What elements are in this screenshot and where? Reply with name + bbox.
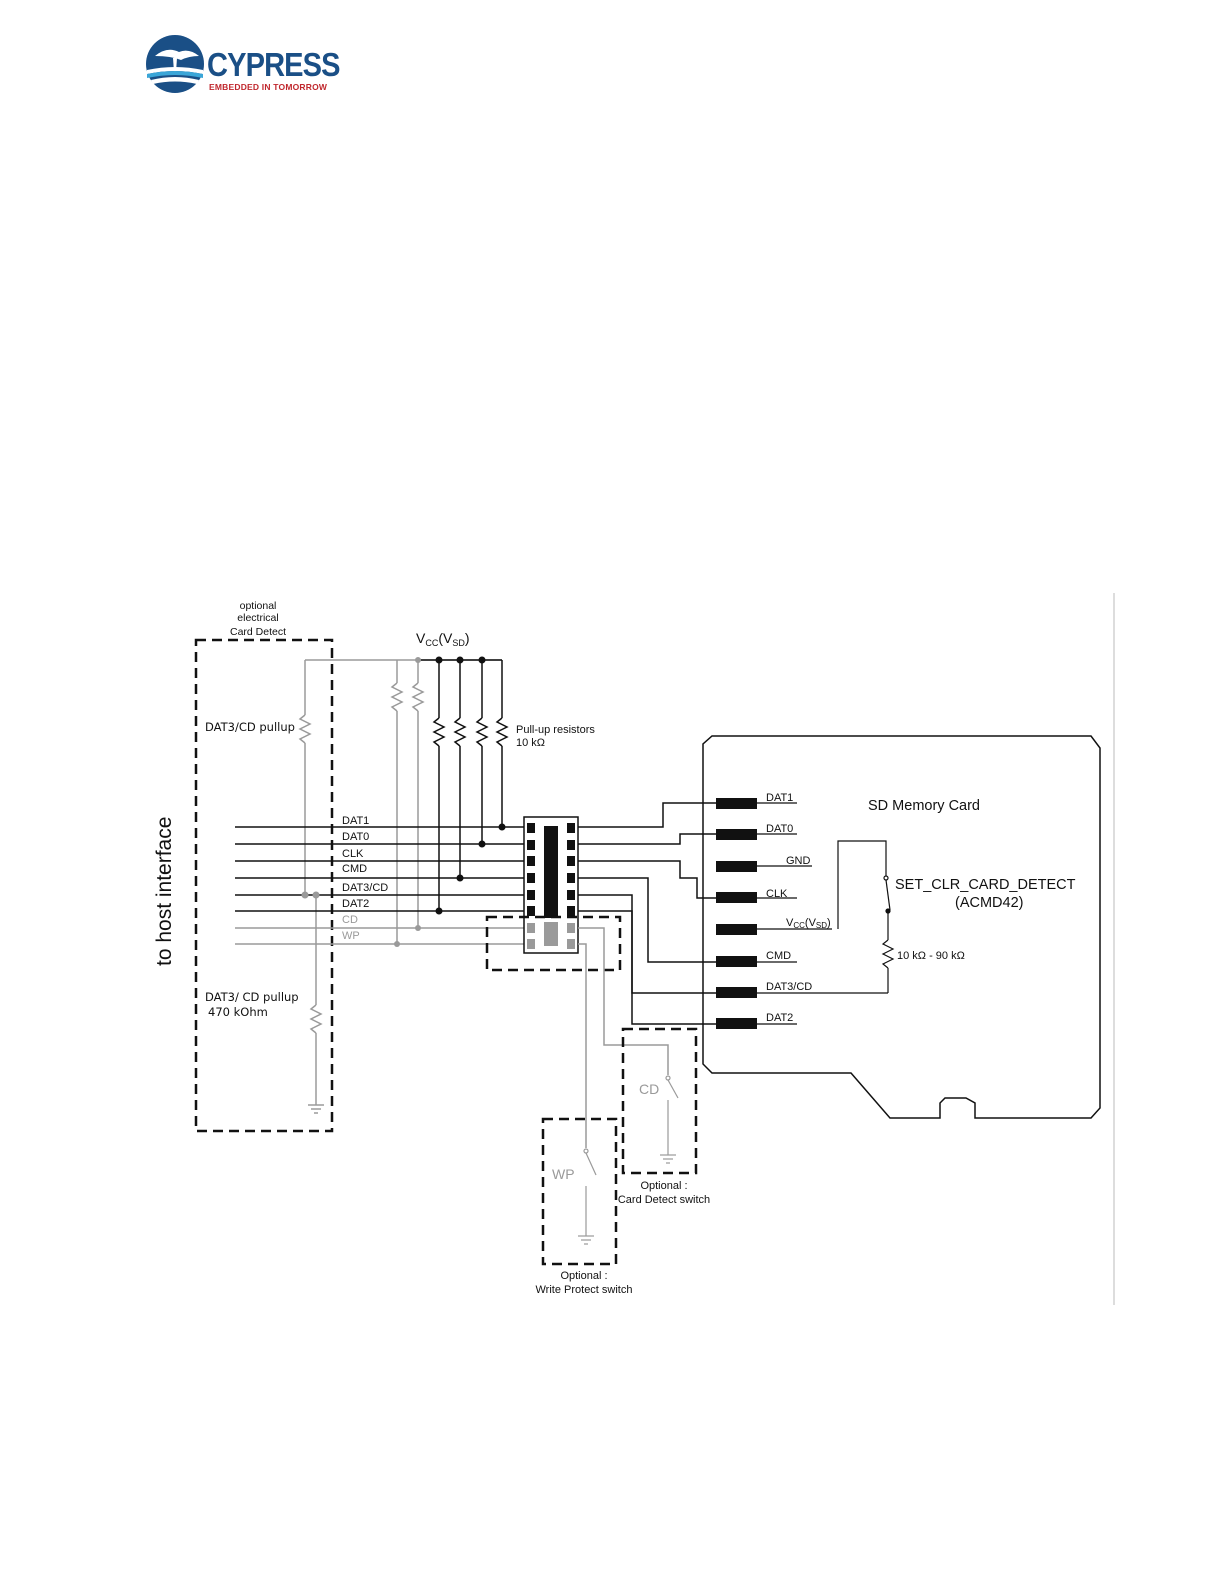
dat3-pullup-top-label: DAT3/CD pullup	[205, 720, 295, 734]
cd-switch-box: CD Optional : Card Detect switch	[618, 1027, 710, 1206]
wp-switch-caption2: Write Protect switch	[536, 1284, 633, 1296]
host-interface-label: to host interface	[153, 817, 176, 966]
cd-switch-label: CD	[639, 1081, 659, 1097]
card-pin-dat2: DAT2	[766, 1012, 793, 1024]
pullup-resistors-label: Pull-up resistors	[516, 724, 595, 736]
pullup-resistors-10k: Pull-up resistors 10 kΩ	[432, 660, 595, 915]
card-pin-cmd: CMD	[766, 950, 791, 962]
card-detect-internal-circuit	[837, 840, 895, 993]
logo-tagline: EMBEDDED IN TOMORROW	[209, 82, 328, 92]
vcc-rail: VCC(VSD)	[305, 630, 502, 664]
card-pin-dat1: DAT1	[766, 792, 793, 804]
host-signal-dat3-cd: DAT3/CD	[342, 882, 388, 894]
card-wiring	[578, 802, 716, 1025]
host-signal-wp: WP	[342, 930, 360, 942]
card-pins: DAT1 DAT0 GND CLK VCC(VSD) CMD DAT3/CD D…	[716, 792, 888, 1029]
card-detect-line3: Card Detect	[230, 626, 286, 638]
connector-optional-box	[485, 915, 622, 972]
vcc-label: VCC(VSD)	[416, 630, 470, 648]
host-signal-clk: CLK	[342, 848, 364, 860]
card-pin-gnd: GND	[786, 855, 811, 867]
sd-card-outline	[702, 735, 1101, 1119]
dat3-pullup-resistor-top: DAT3/CD pullup	[205, 660, 312, 895]
card-pin-clk: CLK	[766, 888, 788, 900]
pullup-resistors-value: 10 kΩ	[516, 737, 545, 749]
card-pin-dat0: DAT0	[766, 823, 793, 835]
cd-switch-caption2: Card Detect switch	[618, 1194, 710, 1206]
dat3-pullup-bottom-label: DAT3/ CD pullup	[205, 990, 299, 1004]
cd-switch-caption1: Optional :	[640, 1180, 687, 1192]
card-detect-box: optional electrical Card Detect	[194, 600, 334, 1133]
wp-switch-label: WP	[552, 1166, 575, 1182]
host-signal-dat0: DAT0	[342, 831, 369, 843]
host-signal-cd: CD	[342, 914, 358, 926]
optional-wiring	[578, 927, 669, 1148]
cypress-tree-icon	[146, 35, 204, 93]
optional-pullup-resistors	[390, 660, 425, 947]
card-resistor-label: 10 kΩ - 90 kΩ	[897, 950, 965, 962]
wp-switch-caption1: Optional :	[560, 1270, 607, 1282]
dat3-pullup-bottom-value: 470 kOhm	[208, 1005, 268, 1019]
host-signal-cmd: CMD	[342, 863, 367, 875]
card-pin-vcc: VCC(VSD)	[786, 917, 831, 930]
host-signal-dat1: DAT1	[342, 815, 369, 827]
card-detect-line2: electrical	[237, 612, 278, 624]
host-signal-lines	[235, 826, 527, 945]
set-clr-acmd: (ACMD42)	[955, 895, 1023, 911]
sd-card-title: SD Memory Card	[868, 798, 980, 814]
cypress-logo: CYPRESS EMBEDDED IN TOMORROW	[145, 34, 341, 96]
host-signal-labels: DAT1 DAT0 CLK CMD DAT3/CD DAT2 CD WP	[342, 815, 388, 942]
card-detect-line1: optional	[240, 600, 277, 612]
dat3-pullup-resistor-bottom: DAT3/ CD pullup 470 kOhm	[205, 895, 324, 1114]
logo-wordmark: CYPRESS	[207, 46, 341, 83]
host-signal-dat2: DAT2	[342, 898, 369, 910]
sd-connector	[523, 816, 579, 954]
card-pin-dat3-cd: DAT3/CD	[766, 981, 812, 993]
wp-switch-box: WP Optional : Write Protect switch	[536, 1117, 633, 1296]
set-clr-label: SET_CLR_CARD_DETECT	[895, 877, 1076, 893]
